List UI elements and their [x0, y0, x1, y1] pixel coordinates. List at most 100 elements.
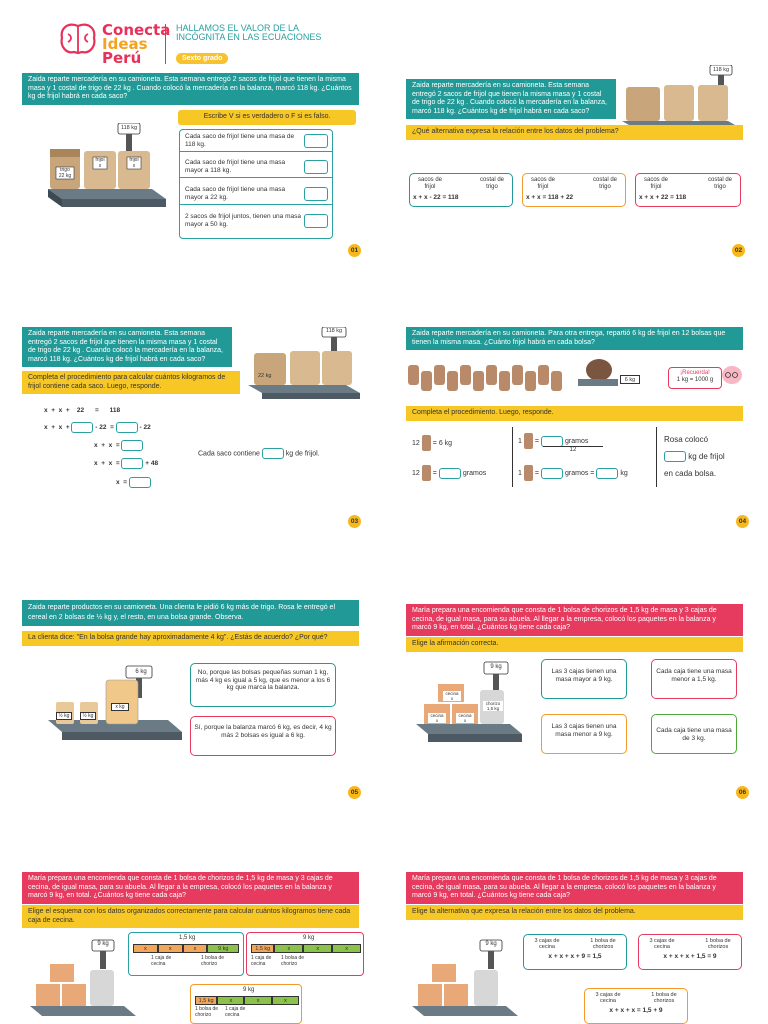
- small-bag-label: ½ kg: [56, 712, 72, 720]
- instruction: Completa el procedimiento. Luego, respon…: [406, 406, 743, 421]
- answer-box[interactable]: [596, 467, 619, 479]
- step-row: 1=gramos =kg: [518, 465, 628, 481]
- instruction: Completa el procedimiento para calcular …: [22, 371, 240, 394]
- scale-illustration: [578, 379, 618, 386]
- question: La clienta dice: "En la bolsa grande hay…: [22, 631, 359, 646]
- scheme-c[interactable]: 9 kg 1,5 kg x x x 1 bolsa de chorizo 1 c…: [190, 984, 302, 1024]
- scheme-label: 1 bolsa de chorizo: [281, 955, 305, 967]
- problem-statement: Zaida reparte mercadería en su camioneta…: [22, 327, 232, 367]
- small-bag-label: ½ kg: [80, 712, 96, 720]
- scale-illustration: [30, 939, 136, 1016]
- step-4: x + x = + 48: [94, 458, 158, 469]
- divider: [656, 427, 657, 487]
- answer-box[interactable]: [71, 422, 94, 433]
- option-b[interactable]: Sí, porque la balanza marcó 6 kg, es dec…: [190, 716, 336, 756]
- card-04: Zaida reparte mercadería en su camioneta…: [406, 327, 749, 528]
- answer-box[interactable]: [121, 440, 144, 451]
- remember-note: ¡Recuerda! 1 kg = 1000 g: [668, 367, 722, 389]
- problem-statement: María prepara una encomienda que consta …: [22, 872, 359, 904]
- scheme-top-label: 9 kg: [243, 987, 255, 993]
- scale-reading: 6 kg: [620, 375, 640, 384]
- card-07: María prepara una encomienda que consta …: [22, 872, 364, 1024]
- card-01: Zaida reparte mercadería en su camioneta…: [22, 73, 361, 263]
- step-5: x =: [116, 477, 151, 488]
- answer-box[interactable]: [304, 214, 328, 228]
- scheme-a[interactable]: 1,5 kg x x x 9 kg 1 caja de cecina 1 bol…: [128, 932, 244, 976]
- scale-reading: 118 kg: [712, 67, 730, 73]
- scale-reading: 6 kg: [135, 669, 147, 675]
- list-item: Cada saco de frijol tiene una masa mayor…: [180, 183, 332, 205]
- scheme-top-label: 1,5 kg: [179, 935, 196, 941]
- header-divider: [165, 24, 166, 64]
- answer-sentence: Cada saco contiene kg de frijol.: [198, 448, 320, 459]
- page-number: 02: [732, 244, 745, 257]
- scheme-label: 1 caja de cecina: [151, 955, 172, 967]
- answer-box[interactable]: [541, 435, 563, 447]
- step-row: 12= 6 kg: [412, 435, 452, 451]
- step-2: x + x + - 22 = - 22: [44, 422, 151, 433]
- page-number: 04: [736, 515, 749, 528]
- card-06: María prepara una encomienda que consta …: [406, 604, 749, 800]
- option-d[interactable]: Cada caja tiene una masa de 3 kg.: [651, 714, 737, 754]
- answer-box[interactable]: [121, 458, 144, 469]
- answer-box[interactable]: [304, 160, 328, 174]
- answer-box[interactable]: [115, 422, 138, 433]
- answer-box[interactable]: [261, 448, 284, 459]
- bags-row: [408, 361, 618, 395]
- answer-box[interactable]: [128, 477, 151, 488]
- card-03: Zaida reparte mercadería en su camioneta…: [22, 327, 361, 528]
- grade-badge: Sexto grado: [176, 53, 229, 64]
- problem-statement: Zaida reparte productos en su camioneta.…: [22, 600, 359, 626]
- problem-statement: María prepara una encomienda que consta …: [406, 604, 743, 636]
- option-a[interactable]: No, porque las bolsas pequeñas suman 1 k…: [190, 663, 336, 707]
- page-title: HALLAMOS EL VALOR DE LA INCÓGNITA EN LAS…: [176, 23, 322, 42]
- list-item: Cada saco de frijol tiene una masa de 11…: [180, 130, 332, 152]
- option-b[interactable]: Cada caja tiene una masa menor a 1,5 kg.: [651, 659, 737, 699]
- problem-statement: Zaida reparte mercadería en su camioneta…: [406, 79, 616, 119]
- answer-box[interactable]: [304, 187, 328, 201]
- instruction: Elige la afirmación correcta.: [406, 637, 743, 652]
- instruction: Escribe V si es verdadero o F si es fals…: [178, 110, 356, 125]
- true-false-list: Cada saco de frijol tiene una masa de 11…: [179, 129, 333, 239]
- problem-statement: María prepara una encomienda que consta …: [406, 872, 743, 904]
- option-c[interactable]: Las 3 cajas tienen una masa menor a 9 kg…: [541, 714, 627, 754]
- scheme-top-label: 9 kg: [303, 935, 315, 941]
- option-a[interactable]: Las 3 cajas tienen una masa mayor a 9 kg…: [541, 659, 627, 699]
- card-05: Zaida reparte productos en su camioneta.…: [22, 600, 361, 800]
- step-row: 12=gramos: [412, 465, 486, 481]
- list-item: 2 sacos de frijol juntos, tienen una mas…: [180, 210, 332, 232]
- answer-box[interactable]: [304, 134, 328, 148]
- scheme-label: 1 caja de cecina: [225, 1006, 246, 1018]
- scale-reading: 9 kg: [97, 941, 109, 947]
- beans-pile: [586, 359, 612, 381]
- scheme-b[interactable]: 9 kg 1,5 kg x x x 1 caja de cecina 1 bol…: [246, 932, 364, 976]
- scale-reading: 9 kg: [490, 664, 502, 670]
- problem-statement: Zaida reparte mercadería en su camioneta…: [22, 73, 359, 105]
- scheme-label: 1 caja de cecina: [251, 955, 272, 967]
- scale-reading: 9 kg: [485, 941, 497, 947]
- answer-box[interactable]: [438, 467, 461, 479]
- instruction: Elige la alternativa que expresa la rela…: [406, 905, 743, 920]
- bar: 1,5 kg x x x: [195, 996, 299, 1005]
- logo-text: Conecta Ideas Perú: [102, 21, 171, 67]
- answer-box[interactable]: [664, 451, 686, 463]
- question: ¿Qué alternativa expresa la relación ent…: [406, 125, 743, 140]
- answer-box[interactable]: [541, 467, 563, 479]
- card-08: María prepara una encomienda que consta …: [406, 872, 743, 1024]
- scale-illustration: [48, 123, 166, 207]
- divider: [512, 427, 513, 487]
- scale-illustration: [48, 665, 182, 740]
